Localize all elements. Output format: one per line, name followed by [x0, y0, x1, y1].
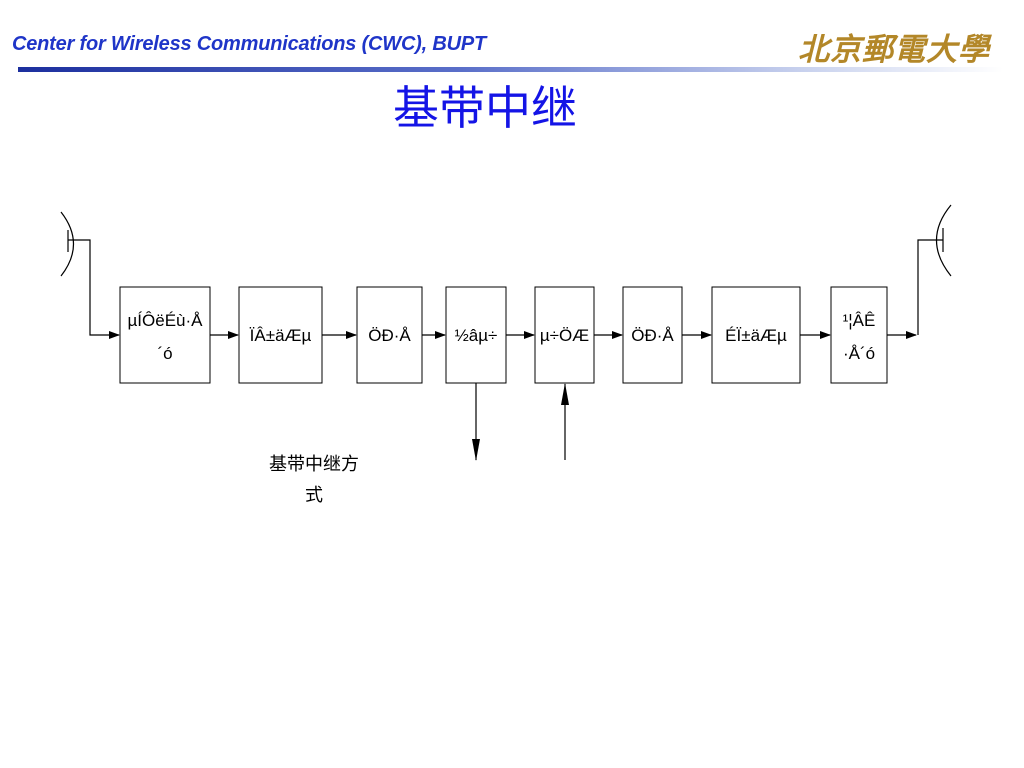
block-power-amplifier: ¹¦ÂÊ ·Å´ó	[830, 286, 888, 384]
block-demodulator: ½âµ÷	[445, 286, 507, 384]
block-label: ÖÐ·Å	[631, 326, 674, 345]
block-if-amplifier-2: ÖÐ·Å	[622, 286, 683, 384]
transmit-antenna-icon	[935, 204, 952, 277]
block-label: ¹¦ÂÊ	[843, 311, 876, 330]
block-label: ÖÐ·Å	[368, 326, 411, 345]
block-modulator: µ÷ÖÆ	[534, 286, 595, 384]
block-up-converter: ÉÏ±äÆµ	[711, 286, 801, 384]
block-label: ÏÂ±äÆµ	[250, 326, 312, 345]
block-label: µÍÔëÉù·Å	[128, 311, 204, 330]
block-if-amplifier-1: ÖÐ·Å	[356, 286, 423, 384]
caption-line: 基带中继方	[269, 454, 359, 475]
input-feed-arrow	[68, 239, 120, 339]
block-label: ½âµ÷	[455, 326, 498, 345]
block-label: ´ó	[157, 344, 172, 363]
university-logo: 北京郵電大學	[798, 32, 990, 68]
block-label: µ÷ÖÆ	[540, 326, 589, 345]
block-low-noise-amplifier: µÍÔëÉù·Å ´ó	[119, 286, 211, 384]
org-title: Center for Wireless Communications (CWC)…	[12, 33, 487, 55]
block-down-converter: ÏÂ±äÆµ	[238, 286, 323, 384]
receive-antenna-icon	[60, 211, 74, 277]
block-label: ·Å´ó	[843, 344, 875, 363]
output-feed-line	[917, 239, 943, 335]
slide-title: 基带中继	[393, 81, 577, 135]
block-label: ÉÏ±äÆµ	[725, 326, 787, 345]
caption-line: 式	[305, 485, 323, 506]
header-divider	[18, 67, 1003, 72]
diagram-caption: 基带中继方 式	[269, 454, 359, 506]
